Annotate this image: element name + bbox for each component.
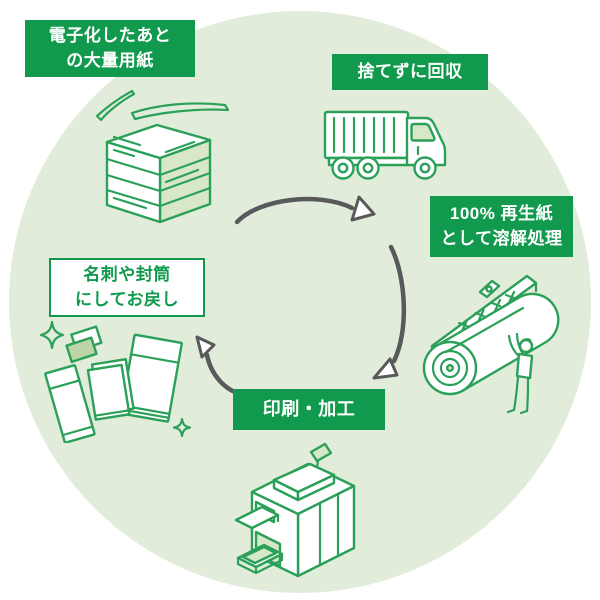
label-digitized-paper-line1: 電子化したあと — [48, 26, 172, 46]
label-collection: 捨てずに回収 — [332, 54, 488, 90]
cards-envelopes-icon — [39, 320, 192, 443]
label-collection-text: 捨てずに回収 — [357, 61, 463, 81]
label-dissolution: 100% 再生紙 として溶解処理 — [430, 196, 573, 257]
label-return-goods-line2: にしてお戻し — [75, 289, 179, 309]
truck-icon — [323, 110, 447, 180]
label-dissolution-line2: として溶解処理 — [440, 228, 563, 248]
printer-icon — [234, 442, 356, 578]
label-return-goods: 名刺や封筒 にしてお戻し — [49, 258, 205, 317]
paper-stack-icon — [95, 89, 229, 224]
cycle-arrow-right — [388, 244, 407, 364]
label-printing-text: 印刷・加工 — [262, 398, 356, 419]
label-digitized-paper-line2: の大量用紙 — [66, 50, 154, 70]
cycle-arrow-top — [234, 196, 355, 225]
label-dissolution-line1: 100% 再生紙 — [449, 204, 554, 224]
sparkle-icon — [172, 417, 192, 438]
label-return-goods-line1: 名刺や封筒 — [83, 265, 171, 285]
paper-roll-machine-icon — [422, 274, 560, 415]
cycle-arrow-head-up — [195, 335, 216, 359]
cycle-arrow-head-down — [372, 357, 399, 380]
label-printing: 印刷・加工 — [233, 389, 385, 430]
label-digitized-paper: 電子化したあと の大量用紙 — [25, 20, 195, 77]
cycle-arrow-head-right — [350, 195, 376, 222]
sparkle-icon — [39, 320, 65, 350]
